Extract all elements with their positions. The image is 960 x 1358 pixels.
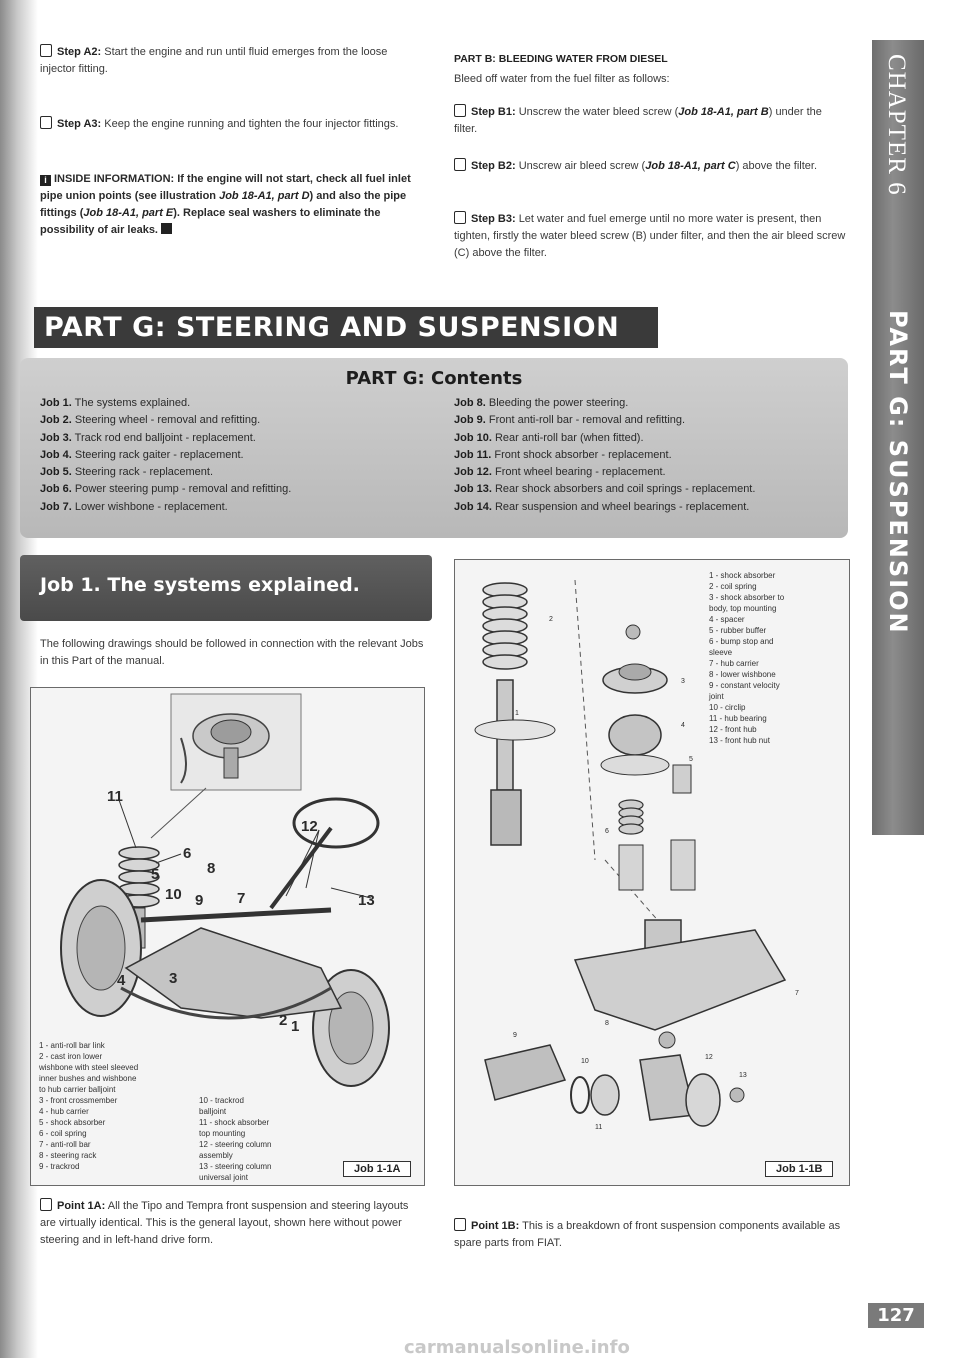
list-item: Job 7. Lower wishbone - replacement. (40, 500, 228, 513)
list-item: Job 13. Rear shock absorbers and coil sp… (454, 483, 756, 496)
callout-3: 3 (169, 970, 178, 987)
callout-8: 8 (207, 860, 216, 877)
chapter-sidebar: CHAPTER 6 PART G: SUSPENSION (872, 40, 924, 835)
list-item: Job 2. Steering wheel - removal and refi… (40, 414, 261, 427)
callout-9: 9 (195, 892, 204, 909)
contents-title: PART G: Contents (345, 368, 523, 389)
footer-watermark: carmanualsonline.info (404, 1337, 630, 1358)
suspension-assembly-drawing (60, 693, 390, 1087)
part-b-intro: Bleed off water from the fuel filter as … (454, 73, 670, 85)
point-1a: Point 1A: All the Tipo and Tempra front … (40, 1198, 409, 1246)
list-item: Job 6. Power steering pump - removal and… (40, 483, 292, 496)
checkbox-icon (454, 104, 466, 117)
info-icon: i (40, 175, 51, 186)
list-item: Job 4. Steering rack gaiter - replacemen… (40, 448, 244, 461)
callout-b3: 3 (681, 678, 685, 685)
callout-2: 2 (279, 1012, 288, 1029)
callout-b5: 5 (689, 756, 693, 763)
checkbox-icon (40, 44, 52, 57)
contents-box: PART G: Contents Job 1. The systems expl… (20, 358, 848, 538)
step-b1: Step B1: Unscrew the water bleed screw (… (454, 104, 822, 135)
callout-b13: 13 (739, 1072, 747, 1079)
callout-12: 12 (301, 818, 318, 835)
callout-b11: 11 (595, 1124, 603, 1131)
checkbox-icon (40, 116, 52, 129)
list-item: Job 11. Front shock absorber - replaceme… (454, 448, 672, 461)
callout-b8: 8 (605, 1020, 609, 1027)
checkbox-icon (454, 1218, 466, 1231)
section-banner: PART G: STEERING AND SUSPENSION (34, 307, 658, 348)
point-1b: Point 1B: This is a breakdown of front s… (454, 1218, 841, 1249)
checkbox-icon (40, 1198, 52, 1211)
list-item: Job 5. Steering rack - replacement. (40, 466, 214, 479)
step-a2: Step A2: Start the engine and run until … (40, 44, 388, 75)
callout-b9: 9 (513, 1032, 517, 1039)
part-b-title: PART B: BLEEDING WATER FROM DIESEL (454, 53, 668, 65)
step-a3: Step A3: Keep the engine running and tig… (40, 116, 420, 133)
list-item: Job 1. The systems explained. (40, 397, 191, 409)
callout-b12: 12 (705, 1054, 713, 1061)
list-item: Job 3. Track rod end balljoint - replace… (40, 431, 256, 444)
callout-b10: 10 (581, 1058, 589, 1065)
sidebar-part: PART G: SUSPENSION (884, 310, 912, 635)
job1-title: Job 1. The systems explained. (40, 574, 360, 596)
figure-label: Job 1-1A (343, 1161, 412, 1177)
callout-b2: 2 (549, 616, 553, 623)
list-item: Job 8. Bleeding the power steering. (454, 397, 629, 409)
sidebar-chapter: CHAPTER 6 (883, 54, 910, 196)
callout-1: 1 (291, 1018, 300, 1035)
callout-b7: 7 (795, 990, 799, 997)
step-b2: Step B2: Unscrew air bleed screw (Job 18… (454, 158, 846, 175)
callout-b4: 4 (681, 722, 685, 729)
figure-1a: 11 12 6 5 8 10 9 7 13 4 3 2 1 1 - anti-r… (30, 687, 425, 1186)
callout-4: 4 (117, 972, 126, 989)
figure-label: Job 1-1B (765, 1161, 834, 1177)
job1-intro: The following drawings should be followe… (40, 638, 424, 667)
page-number: 127 (868, 1303, 924, 1328)
checkbox-icon (454, 211, 466, 224)
contents-right-list: Job 8. Bleeding the power steering. Job … (454, 395, 844, 516)
callout-5: 5 (151, 866, 160, 883)
list-item: Job 12. Front wheel bearing - replacemen… (454, 466, 666, 479)
job1-header: Job 1. The systems explained. (20, 555, 432, 621)
callout-b6: 6 (605, 828, 609, 835)
callout-10: 10 (165, 886, 182, 903)
callout-13: 13 (358, 892, 375, 909)
callout-b1: 1 (515, 710, 519, 717)
info-icon (161, 223, 173, 234)
callout-6: 6 (183, 845, 192, 862)
callout-11: 11 (107, 788, 123, 805)
list-item: Job 14. Rear suspension and wheel bearin… (454, 500, 750, 513)
list-item: Job 9. Front anti-roll bar - removal and… (454, 414, 686, 427)
checkbox-icon (454, 158, 466, 171)
suspension-parts-drawing (474, 579, 787, 1127)
callout-7: 7 (237, 890, 246, 907)
contents-left-list: Job 1. The systems explained. Job 2. Ste… (40, 395, 430, 516)
step-b3: Step B3: Let water and fuel emerge until… (454, 211, 846, 259)
list-item: Job 10. Rear anti-roll bar (when fitted)… (454, 431, 644, 444)
figure-1b: 2 3 4 5 6 1 7 8 9 10 11 12 13 1 - shock … (454, 559, 850, 1186)
